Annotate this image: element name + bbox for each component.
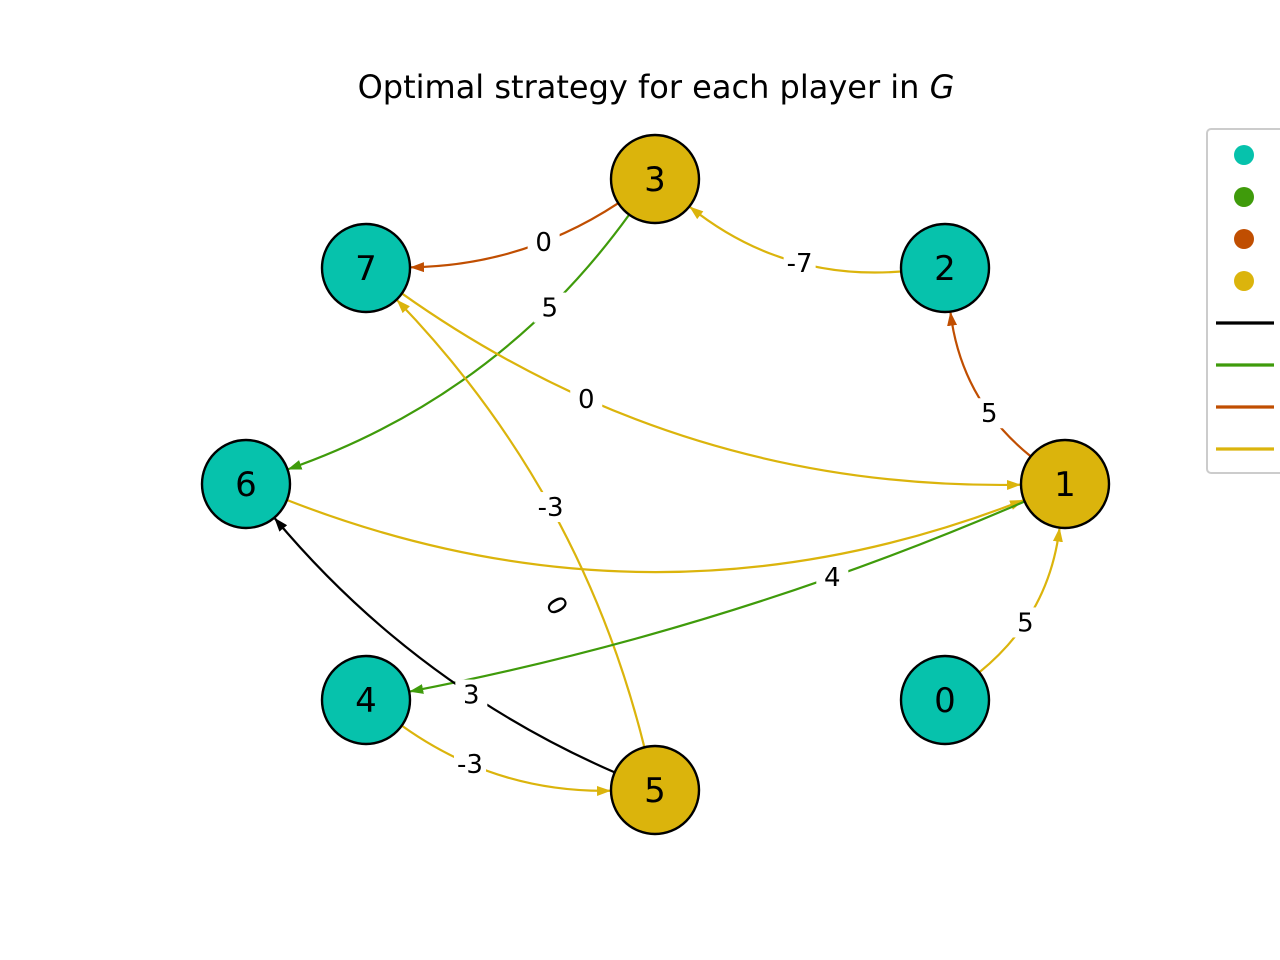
node-1[interactable]: 1	[1019, 438, 1111, 530]
edge-label-5-to-7: -3	[534, 492, 567, 523]
node-circle	[609, 744, 701, 836]
node-circle	[609, 133, 701, 225]
node-4[interactable]: 4	[320, 654, 412, 746]
edge-5-to-6	[274, 517, 616, 774]
edge-label-1-to-4: 4	[816, 561, 849, 593]
title-variable: G	[929, 68, 955, 106]
edge-label-background	[973, 398, 1006, 429]
edge-label-background	[534, 492, 567, 523]
node-5[interactable]: 5	[609, 744, 701, 836]
node-label: 2	[934, 249, 956, 289]
node-0[interactable]: 0	[899, 654, 991, 746]
edge-3-to-6	[287, 214, 631, 471]
node-label: 4	[355, 681, 377, 721]
edge-weight-text: 5	[1017, 608, 1034, 638]
edge-label-background	[533, 292, 566, 323]
node-label: 1	[1054, 465, 1076, 505]
edge-1-to-2	[947, 311, 1032, 458]
edge-3-to-7	[409, 202, 619, 273]
edge-weight-text: 4	[824, 563, 841, 593]
legend-box	[1206, 128, 1280, 474]
edge-weight-text: 3	[463, 681, 480, 711]
edge-label-3-to-7: 0	[527, 226, 560, 258]
edge-7-to-1	[401, 292, 1022, 490]
legend	[1206, 128, 1280, 474]
edge-0-to-1	[978, 527, 1063, 674]
edge-label-background	[1009, 607, 1042, 638]
edge-label-background	[453, 749, 486, 780]
legend-marker-green	[1234, 187, 1254, 207]
node-label: 5	[644, 771, 666, 811]
edge-labels-layer: 0 5 -7 5 0 -3 4 -3 3 5 0	[453, 226, 1042, 780]
node-label: 7	[355, 249, 377, 289]
node-label: 0	[934, 681, 956, 721]
title-text: Optimal strategy for each player in	[357, 68, 930, 106]
diagram-title: Optimal strategy for each player in G	[0, 68, 1280, 106]
node-6[interactable]: 6	[200, 438, 292, 530]
node-circle	[320, 654, 412, 746]
edge-weight-text: 0	[535, 228, 552, 258]
legend-marker-orange	[1234, 229, 1254, 249]
edge-weight-text: -3	[538, 493, 564, 523]
nodes-layer: 0 1 2 3 4 5 6 7	[200, 133, 1111, 836]
edge-weight-text: 5	[541, 294, 558, 324]
edge-label-7-to-1: 0	[570, 383, 603, 415]
edge-label-4-to-5: -3	[453, 749, 486, 780]
node-label: 6	[235, 465, 257, 505]
edge-weight-text: -3	[457, 750, 483, 780]
node-7[interactable]: 7	[320, 222, 412, 314]
node-circle	[899, 654, 991, 746]
edge-label-2-to-3: -7	[783, 248, 816, 279]
edge-label-background	[527, 226, 560, 257]
edge-1-to-4	[409, 500, 1026, 694]
edge-weight-text: 0	[578, 385, 595, 415]
edge-label-1-to-2: 5	[973, 398, 1006, 429]
edge-weight-text: -7	[787, 249, 813, 279]
edge-label-0-to-1: 5	[1009, 607, 1042, 638]
edge-6-to-1	[286, 498, 1025, 574]
node-circle	[1019, 438, 1111, 530]
node-2[interactable]: 2	[899, 222, 991, 314]
edge-label-background	[816, 561, 849, 592]
edge-label-background	[455, 679, 488, 710]
edge-weight-text: 5	[981, 399, 998, 429]
node-circle	[899, 222, 991, 314]
legend-marker-teal	[1234, 145, 1254, 165]
node-circle	[200, 438, 292, 530]
node-3[interactable]: 3	[609, 133, 701, 225]
edge-label-background	[540, 590, 572, 620]
node-label: 3	[644, 160, 666, 200]
node-circle	[320, 222, 412, 314]
edge-label-5-to-6: 3	[455, 679, 488, 711]
edge-label-3-to-6: 5	[533, 292, 566, 324]
edge-label-background	[570, 383, 603, 414]
edge-4-to-5	[401, 724, 612, 796]
edge-label-background	[783, 248, 816, 279]
legend-marker-gold	[1234, 271, 1254, 291]
edge-label-extra: 0	[539, 590, 573, 621]
